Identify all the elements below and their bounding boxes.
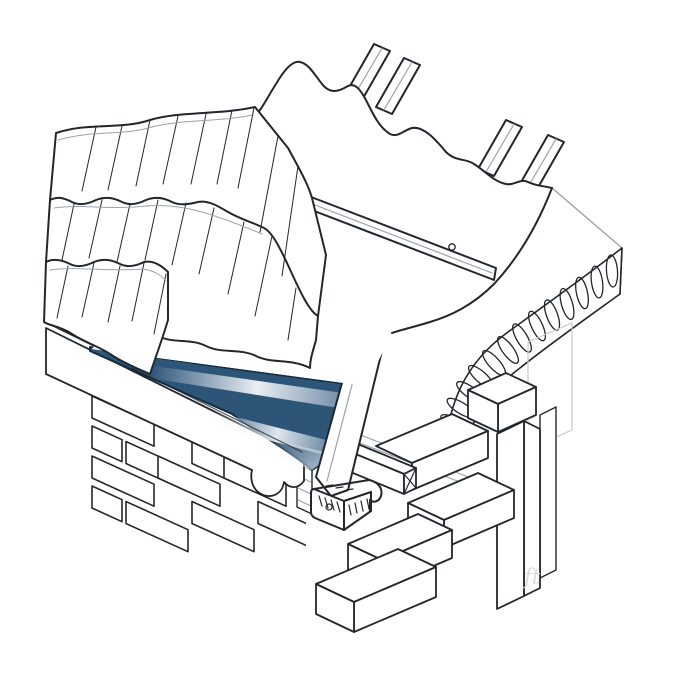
vent-slots	[318, 484, 370, 516]
tray-sheen-tip	[246, 436, 334, 470]
tray-sheen-upper	[140, 364, 364, 412]
over-fascia-vent-strip	[310, 479, 383, 531]
block-1	[467, 372, 537, 433]
vent-top-flange	[313, 479, 370, 490]
watermark: ft	[522, 565, 541, 589]
tray-sheen-lower	[200, 410, 334, 456]
profiled-roof-tiles	[43, 106, 327, 375]
tile-course-eaves	[43, 258, 169, 375]
vent-fixing-hole	[325, 503, 333, 511]
insulation-slab-top-edge	[551, 187, 623, 249]
rafter	[375, 57, 421, 115]
inner-post-rear	[539, 406, 557, 579]
vent-front-face	[343, 491, 372, 531]
batten-nail-hole	[448, 243, 456, 251]
block-5	[315, 548, 437, 633]
tray-fold-line	[131, 367, 303, 453]
brick-row	[91, 485, 306, 553]
eaves-protector-tray	[89, 346, 366, 471]
block-2	[375, 413, 489, 491]
insulation-corner-edge	[619, 247, 623, 295]
rafter	[477, 119, 523, 177]
protruding-rafters	[345, 43, 565, 192]
tile-shade-lines	[49, 114, 263, 282]
inner-block-leaf	[315, 322, 573, 633]
membrane-torn-edge	[252, 60, 553, 334]
tile-flutes	[56, 107, 299, 341]
fascia-face	[45, 327, 305, 497]
timber-end-cross-icon	[403, 467, 417, 495]
vent-hook	[368, 479, 383, 512]
